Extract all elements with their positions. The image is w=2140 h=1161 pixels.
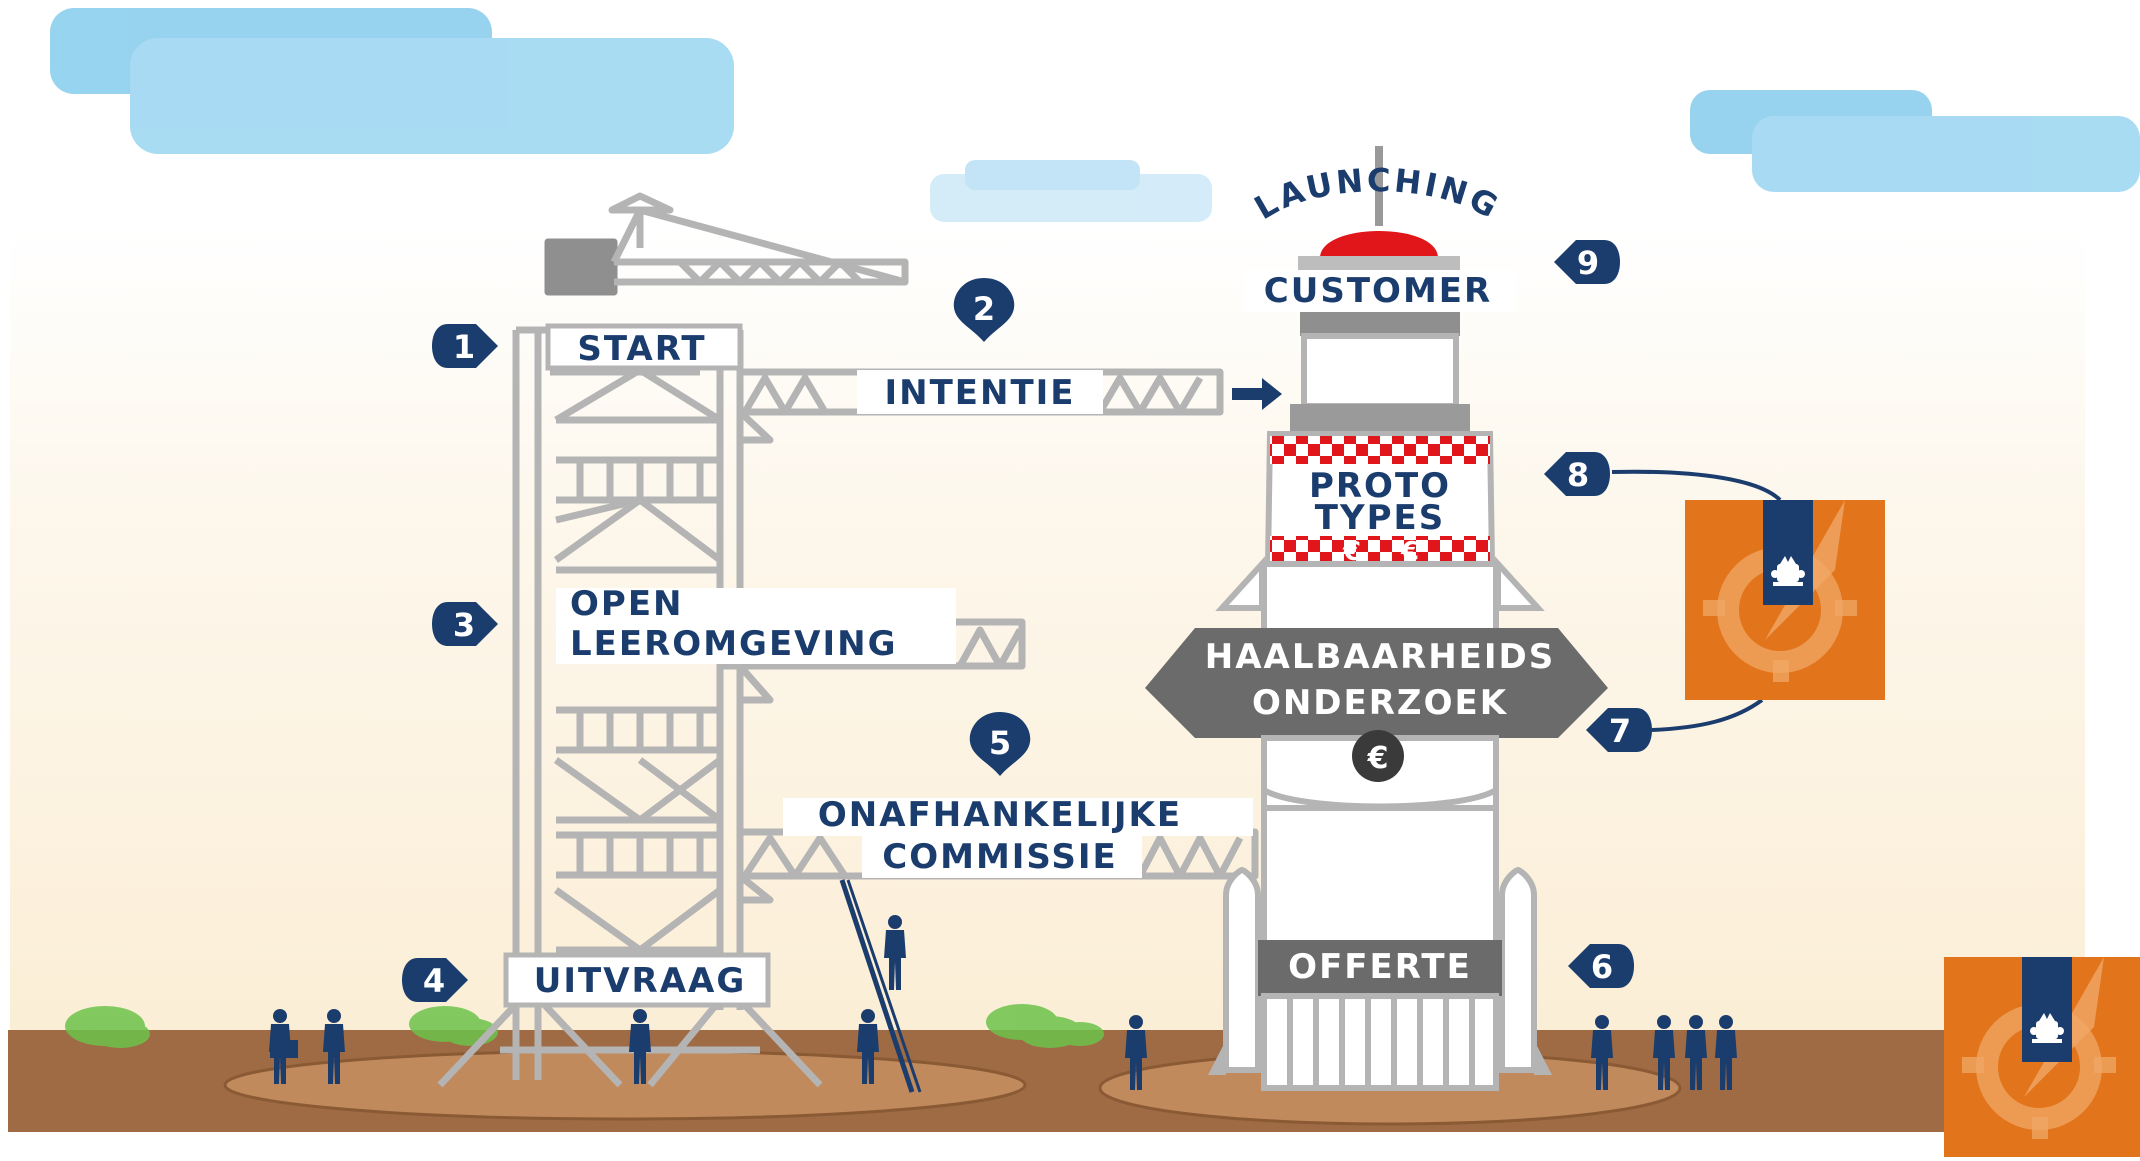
euro-badge: €: [1352, 730, 1404, 782]
svg-text:8: 8: [1567, 456, 1589, 494]
clouds: [50, 8, 2140, 222]
arrow-right-icon: [1232, 378, 1282, 410]
prototypes-euro-1: €: [1342, 537, 1361, 567]
step8-label-line2: TYPES: [1315, 498, 1445, 538]
step1-label: START: [577, 329, 706, 369]
svg-text:€: €: [1367, 741, 1389, 776]
rocket-label-bg: [1244, 270, 1516, 312]
step6-label: OFFERTE: [1288, 947, 1472, 987]
crane-labels: [503, 323, 1253, 1008]
step3-label-line1: OPEN: [570, 584, 684, 624]
rocket-icon: [1145, 146, 1608, 1091]
step5-label-line1: ONAFHANKELIJKE: [818, 795, 1182, 835]
step7-badge: 7: [1586, 708, 1652, 752]
step2-pin: 2: [953, 278, 1015, 342]
step4-label: UITVRAAG: [534, 961, 746, 1001]
svg-text:2: 2: [973, 290, 995, 328]
logo-connectors: [1611, 469, 1782, 732]
step7-label-line1: HAALBAARHEIDS: [1205, 637, 1556, 677]
step8-label-line1: PROTO: [1309, 466, 1451, 506]
step3-badge: 3: [432, 602, 498, 646]
step1-badge: 1: [432, 324, 498, 368]
svg-text:5: 5: [989, 724, 1011, 762]
workers-icon: [269, 879, 1737, 1093]
step9-label: CUSTOMER: [1264, 271, 1492, 311]
step5-label-line2: COMMISSIE: [882, 837, 1118, 877]
step8-badge: 8: [1544, 452, 1610, 496]
svg-text:7: 7: [1609, 712, 1631, 750]
svg-text:3: 3: [453, 606, 475, 644]
step2-label: INTENTIE: [884, 373, 1075, 413]
rijksoverheid-logo-icon: [1685, 500, 1885, 700]
step9-badge: 9: [1554, 240, 1620, 284]
step7-label-line2: ONDERZOEK: [1252, 683, 1508, 723]
step6-badge: 6: [1568, 944, 1634, 988]
bushes: [65, 1004, 1104, 1048]
svg-text:4: 4: [423, 962, 445, 1000]
svg-text:6: 6: [1591, 948, 1613, 986]
rijksoverheid-logo-corner-icon: [1944, 957, 2140, 1157]
step3-label-line2: LEEROMGEVING: [570, 624, 898, 664]
step5-pin: 5: [969, 712, 1031, 776]
step4-badge: 4: [402, 958, 468, 1002]
svg-text:9: 9: [1577, 244, 1599, 282]
prototypes-euro-2: €: [1400, 537, 1419, 567]
svg-text:1: 1: [453, 328, 475, 366]
